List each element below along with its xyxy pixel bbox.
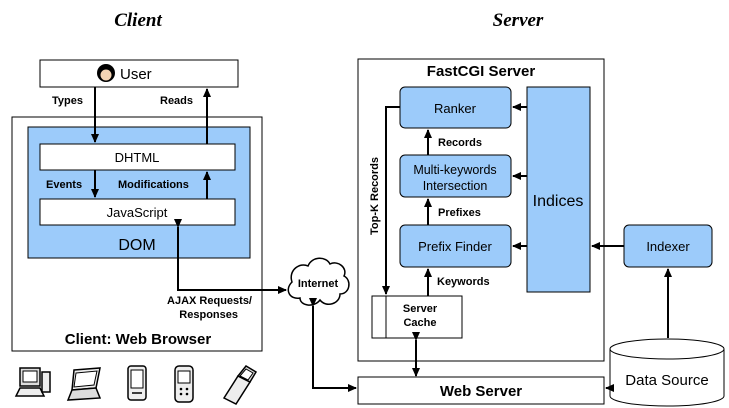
desktop-icon [14,367,51,397]
laptop-icon [66,367,102,401]
indices-box [526,86,591,293]
modifications-label: Modifications [118,179,189,191]
prefix-finder-box [399,224,512,268]
topk-arrow [382,106,400,295]
ajax-label-2: Responses [179,309,238,321]
internet-webserver-arrow [309,298,357,392]
web-browser-label: Client: Web Browser [65,331,212,348]
server-header: Server [493,10,544,31]
keywords-label: Keywords [437,276,490,288]
javascript-label: JavaScript [107,205,168,220]
intersection-box [399,154,512,198]
web-server-label: Web Server [440,383,522,400]
dom-label: DOM [118,237,155,254]
internet-cloud-icon [287,257,350,306]
cache-label-2: Cache [403,317,436,329]
pda-icon [127,365,147,401]
ajax-label-1: AJAX Requests/ [167,295,252,307]
records-label: Records [438,137,482,149]
cache-label-1: Server [403,303,438,315]
indexer-label: Indexer [646,239,690,254]
user-box [39,59,239,88]
dhtml-box [39,143,236,171]
ranker-label: Ranker [434,101,477,116]
web-server-box [357,376,605,405]
events-label: Events [46,179,82,191]
topk-label: Top-K Records [369,157,381,235]
types-label: Types [52,95,83,107]
data-source-label: Data Source [625,372,708,389]
indices-label: Indices [533,193,584,210]
fastcgi-label: FastCGI Server [427,63,536,80]
internet-label: Internet [298,278,339,290]
phone-icon [174,365,194,403]
user-label: User [120,66,152,83]
server-cache-box [371,295,463,339]
data-source-cylinder [609,338,725,407]
user-icon [97,64,115,82]
reads-label: Reads [160,95,193,107]
dhtml-label: DHTML [115,150,160,165]
flip-phone-icon [222,365,258,405]
intersection-label-1: Multi-keywords [413,163,496,177]
ajax-arrow [174,219,287,294]
prefix-finder-label: Prefix Finder [418,239,492,254]
client-header: Client [114,10,162,31]
prefixes-label: Prefixes [438,207,481,219]
intersection-label-2: Intersection [423,179,488,193]
